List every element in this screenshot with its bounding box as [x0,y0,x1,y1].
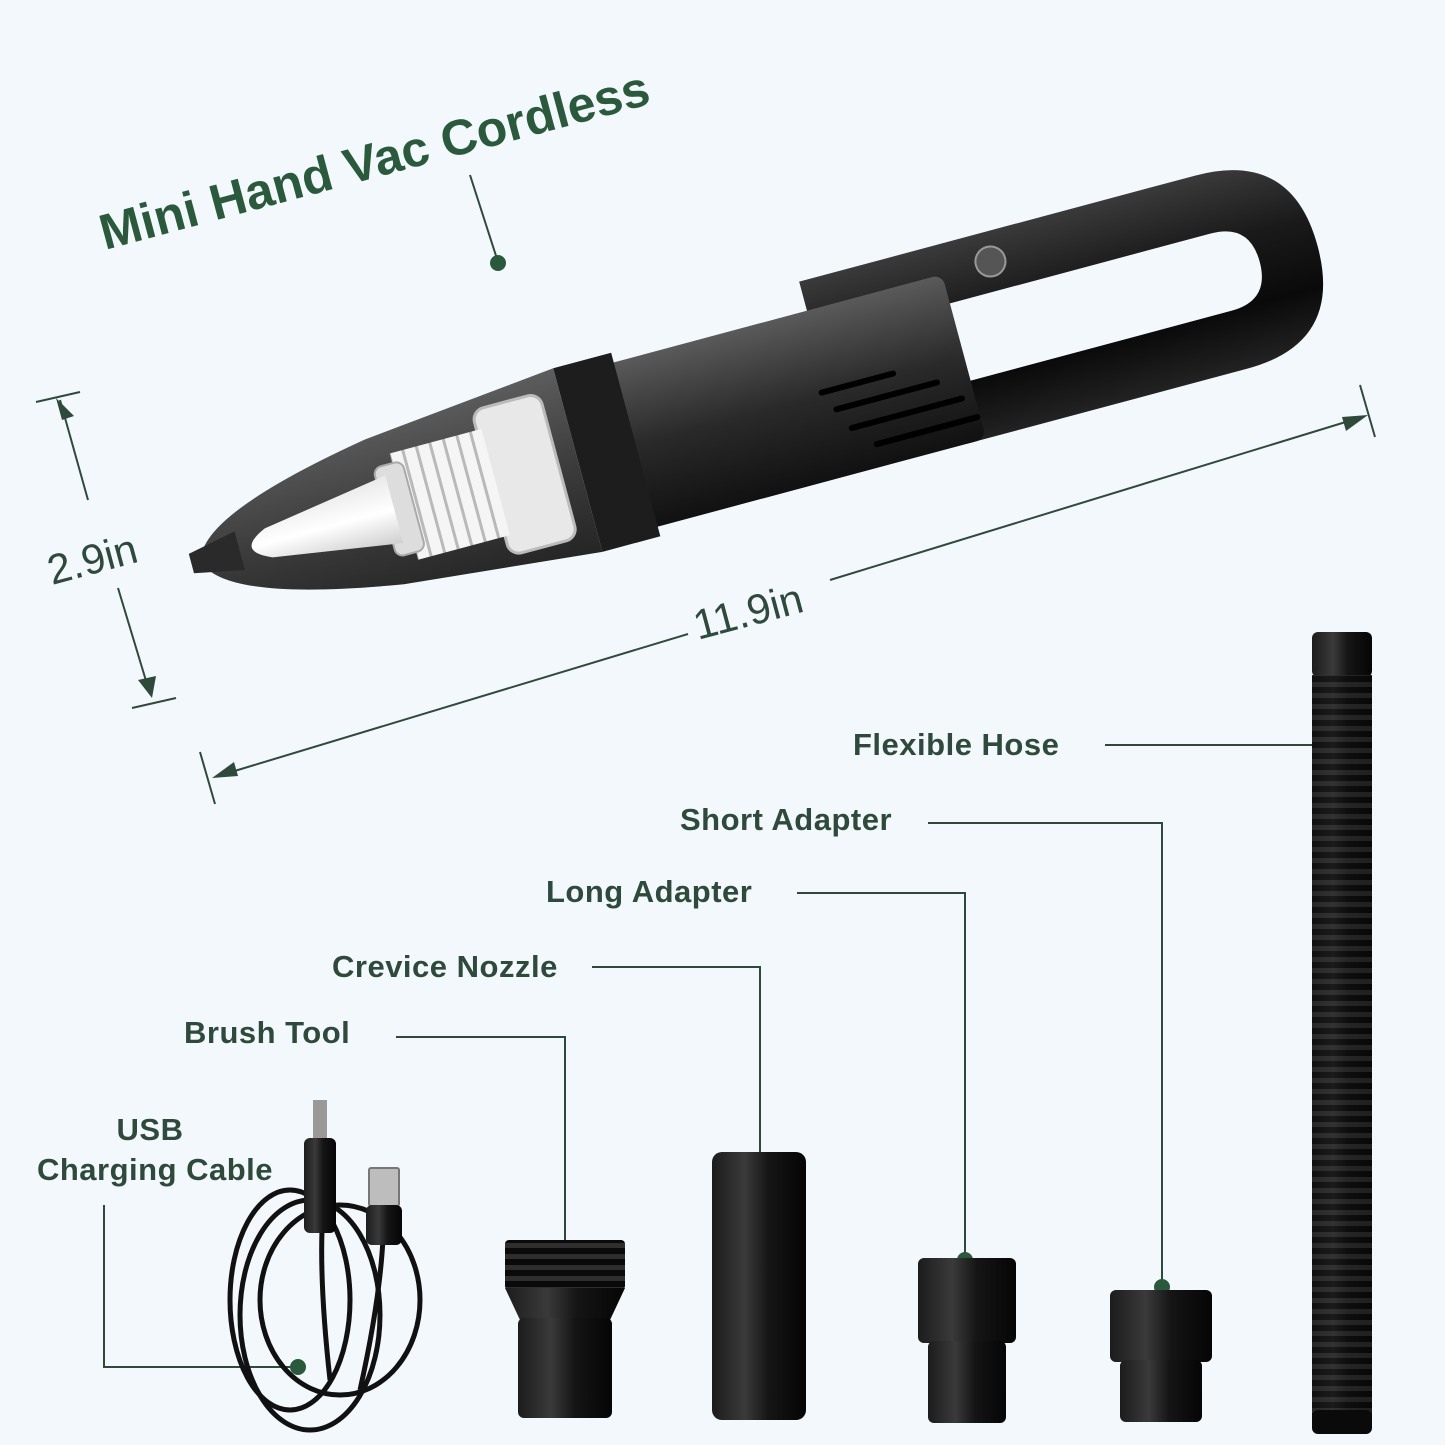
label-usb: USB [117,1112,184,1147]
power-button-icon [974,245,1007,278]
vacuum-illustration [188,170,1324,590]
label-long-adapter: Long Adapter [546,874,752,909]
vacuum-handle [799,170,1324,444]
nozzle-cone [251,475,404,558]
crevice-nozzle-illustration [712,1152,806,1420]
vacuum-vents [818,370,981,448]
dc-plug-illustration [304,1100,336,1233]
label-brush-tool: Brush Tool [184,1015,350,1050]
usb-cable-illustration [227,1187,423,1433]
flexible-hose-illustration [1312,632,1372,1434]
label-flexible-hose: Flexible Hose [853,727,1059,762]
label-charging-cable: Charging Cable [37,1152,273,1187]
vacuum-motor-body [596,276,984,530]
usb-plug-illustration [366,1167,402,1245]
height-label: 2.9in [42,525,142,594]
length-label: 11.9in [688,574,808,648]
brush-tool-illustration [505,1240,625,1418]
label-short-adapter: Short Adapter [680,802,892,837]
label-crevice-nozzle: Crevice Nozzle [332,949,558,984]
short-adapter-illustration [1110,1290,1212,1422]
height-dimension: 2.9in [35,391,177,709]
product-title: Mini Hand Vac Cordless [93,60,655,261]
long-adapter-illustration [918,1258,1016,1423]
